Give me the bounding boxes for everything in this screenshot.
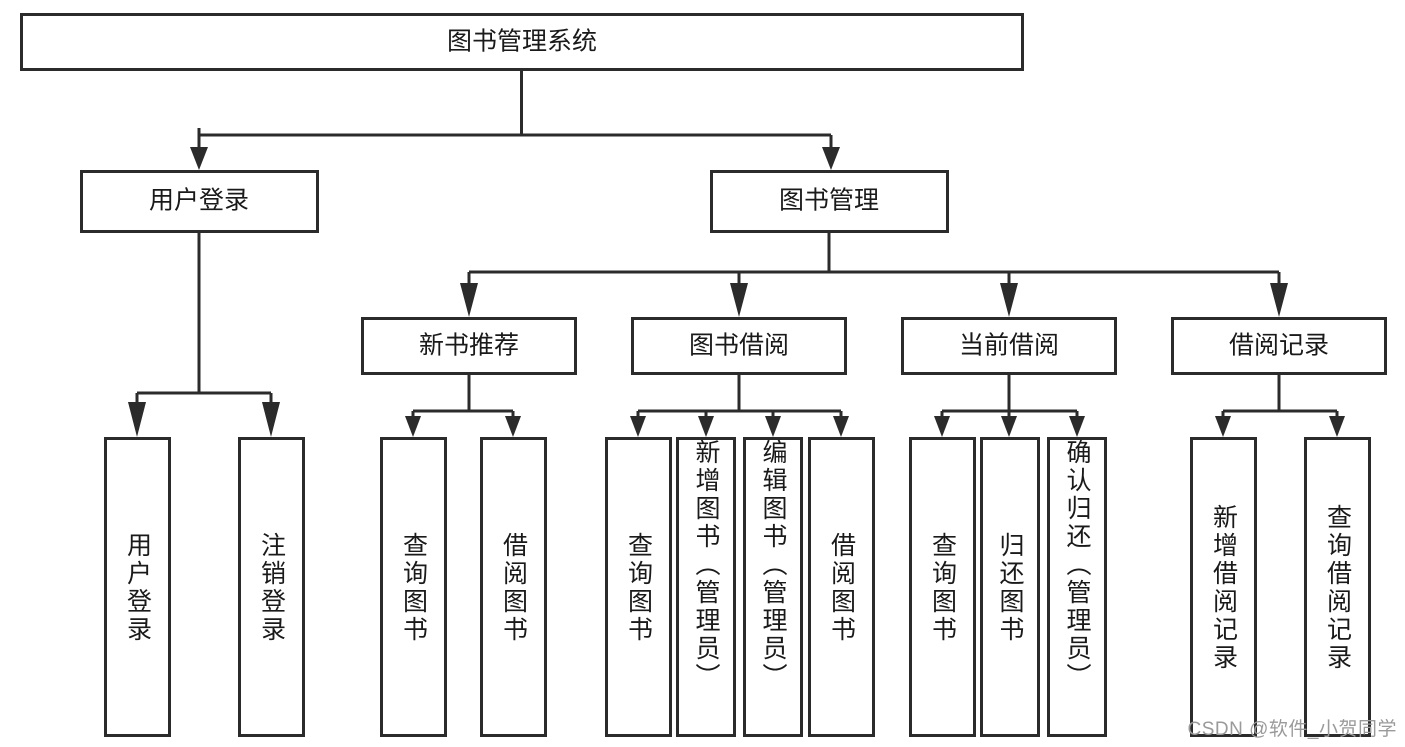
node-current-borrow-box[interactable] — [901, 317, 1117, 375]
arrow-head-leaf-logout — [262, 402, 280, 437]
arrow-head-br-leaf-1 — [1215, 416, 1231, 437]
arrow-head-cb-leaf-1 — [934, 416, 950, 437]
arrow-head-nbr-leaf-2 — [505, 416, 521, 437]
arrow-head-cb-leaf-3 — [1069, 416, 1085, 437]
leaf-box-bb-4[interactable] — [808, 437, 875, 737]
arrow-head-book-borrow — [730, 283, 748, 317]
leaf-box-bb-2[interactable] — [676, 437, 736, 737]
leaf-box-br-2[interactable] — [1304, 437, 1371, 737]
node-new-book-recommend-box[interactable] — [361, 317, 577, 375]
connectors-layer — [128, 70, 1345, 437]
node-user-login-box[interactable] — [80, 170, 319, 233]
nodes-layer: 图书管理系统 用户登录 图书管理 新书推荐 图书借阅 当前借阅 借阅记录 — [20, 13, 1387, 737]
node-book-borrow-label: 图书借阅 — [689, 332, 789, 360]
arrow-head-bb-leaf-2 — [698, 416, 714, 437]
node-borrow-record-box[interactable] — [1171, 317, 1387, 375]
arrow-head-bb-leaf-1 — [630, 416, 646, 437]
leaf-box-cb-1[interactable] — [909, 437, 976, 737]
leaf-box-cb-2[interactable] — [980, 437, 1040, 737]
node-book-borrow-box[interactable] — [631, 317, 847, 375]
arrow-head-nbr-leaf-1 — [405, 416, 421, 437]
leaf-box-bb-3[interactable] — [743, 437, 803, 737]
node-root-label: 图书管理系统 — [447, 28, 597, 56]
node-book-manage-label: 图书管理 — [779, 187, 879, 215]
leaf-box-cb-3[interactable] — [1047, 437, 1107, 737]
node-borrow-record-label: 借阅记录 — [1229, 332, 1329, 360]
node-root-box[interactable] — [20, 13, 1024, 71]
arrow-head-cb-leaf-2 — [1001, 416, 1017, 437]
leaf-box-br-1[interactable] — [1190, 437, 1257, 737]
node-book-manage-box[interactable] — [710, 170, 949, 233]
arrow-head-leaf-user-login — [128, 402, 146, 437]
arrow-head-user-login — [190, 147, 208, 170]
arrow-head-current-borrow — [1000, 283, 1018, 317]
leaf-box-user-login-1[interactable] — [104, 437, 171, 737]
arrow-head-borrow-record — [1270, 283, 1288, 317]
arrow-head-bb-leaf-4 — [833, 416, 849, 437]
node-current-borrow-label: 当前借阅 — [959, 332, 1059, 360]
csdn-watermark: CSDN @软件_小贺同学 — [1187, 719, 1397, 740]
node-new-book-recommend-label: 新书推荐 — [419, 332, 519, 360]
node-user-login-label: 用户登录 — [149, 187, 249, 215]
arrow-head-bb-leaf-3 — [765, 416, 781, 437]
arrow-head-book-manage — [822, 147, 840, 170]
leaf-box-user-login-2[interactable] — [238, 437, 305, 737]
leaf-box-nbr-2[interactable] — [480, 437, 547, 737]
arrow-head-br-leaf-2 — [1329, 416, 1345, 437]
arrow-head-new-book-recommend — [460, 283, 478, 317]
leaf-box-bb-1[interactable] — [605, 437, 672, 737]
leaf-box-nbr-1[interactable] — [380, 437, 447, 737]
